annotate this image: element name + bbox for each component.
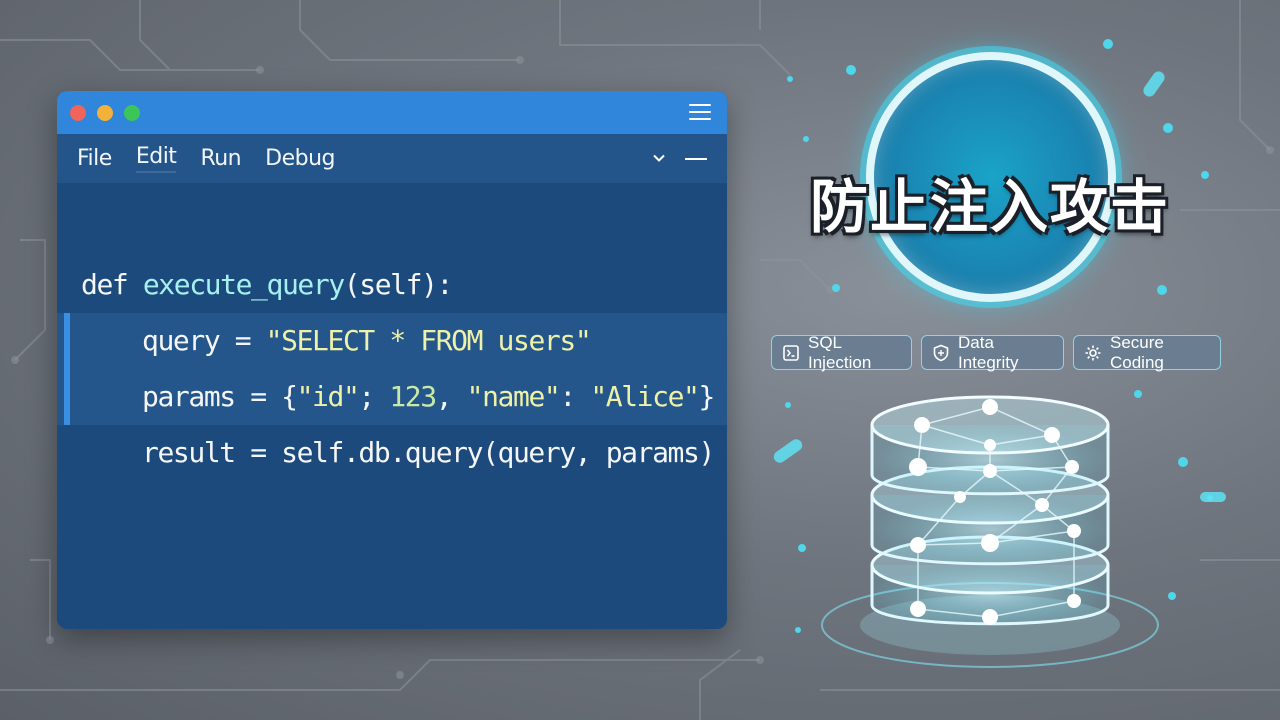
code-text: query =: [142, 324, 266, 357]
code-text: result = self.db.query(query, params): [142, 436, 715, 469]
code-editor-window: File Edit Run Debug def execute_query(se…: [57, 91, 727, 629]
number-literal: 123: [389, 380, 437, 413]
terminal-icon: [783, 344, 799, 361]
code-line-2: query = "SELECT * FROM users": [57, 313, 727, 369]
tag-label: SQL Injection: [808, 332, 872, 372]
code-text: ;: [358, 380, 390, 413]
code-line-1: def execute_query(self):: [57, 257, 727, 313]
tag-secure-coding[interactable]: Secure Coding: [1073, 332, 1221, 372]
string-literal: "id": [296, 380, 360, 413]
shield-icon: [933, 344, 949, 361]
tag-label: Secure Coding: [1110, 332, 1164, 372]
code-text: params = {: [142, 380, 298, 413]
menu-run[interactable]: Run: [200, 146, 242, 171]
glowing-badge: [866, 52, 1116, 302]
code-line-3: params = {"id"; 123, "name": "Alice"}: [57, 369, 727, 425]
window-titlebar: [57, 91, 727, 134]
code-text: (self):: [343, 268, 454, 301]
maximize-window-button[interactable]: [124, 105, 140, 121]
gear-icon: [1085, 345, 1101, 360]
menu-edit[interactable]: Edit: [135, 144, 177, 173]
close-window-button[interactable]: [70, 105, 86, 121]
string-literal: "Alice": [590, 380, 700, 413]
tag-sql-injection[interactable]: SQL Injection: [771, 332, 912, 372]
menu-bar: File Edit Run Debug: [57, 134, 727, 183]
tag-data-integrity[interactable]: Data Integrity: [921, 332, 1064, 372]
code-line-4: result = self.db.query(query, params): [57, 425, 727, 481]
keyword: def: [81, 268, 129, 301]
chevron-down-icon[interactable]: [653, 152, 665, 164]
database-icon: [821, 395, 1159, 668]
function-name: execute_query: [142, 268, 345, 301]
menu-file[interactable]: File: [77, 146, 112, 171]
code-area[interactable]: def execute_query(self): query = "SELECT…: [57, 257, 727, 481]
tag-label: Data Integrity: [958, 332, 1019, 372]
minimize-window-button[interactable]: [97, 105, 113, 121]
collapse-icon[interactable]: [685, 158, 707, 160]
string-literal: "SELECT * FROM users": [265, 324, 592, 357]
code-text: ,: [435, 380, 467, 413]
string-literal: "name": [466, 380, 561, 413]
menu-debug[interactable]: Debug: [265, 146, 335, 171]
code-text: }: [698, 380, 716, 413]
code-text: :: [559, 380, 591, 413]
badge-title: 防止注入攻击: [809, 173, 1170, 241]
hamburger-menu-icon[interactable]: [689, 104, 711, 121]
